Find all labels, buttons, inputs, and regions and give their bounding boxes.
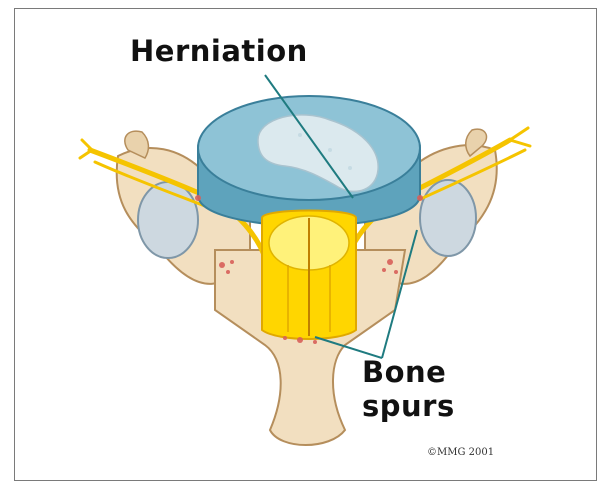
bone-spurs-label-line1: Bone [362,355,455,389]
intervertebral-disc [198,96,420,226]
copyright-text: ©MMG 2001 [427,447,494,458]
bone-spurs-label: Bone spurs [362,355,455,423]
bone-spurs-label-line2: spurs [362,389,455,423]
spinal-cord [262,211,356,340]
herniation-label: Herniation [130,34,308,68]
right-facet [420,180,476,256]
